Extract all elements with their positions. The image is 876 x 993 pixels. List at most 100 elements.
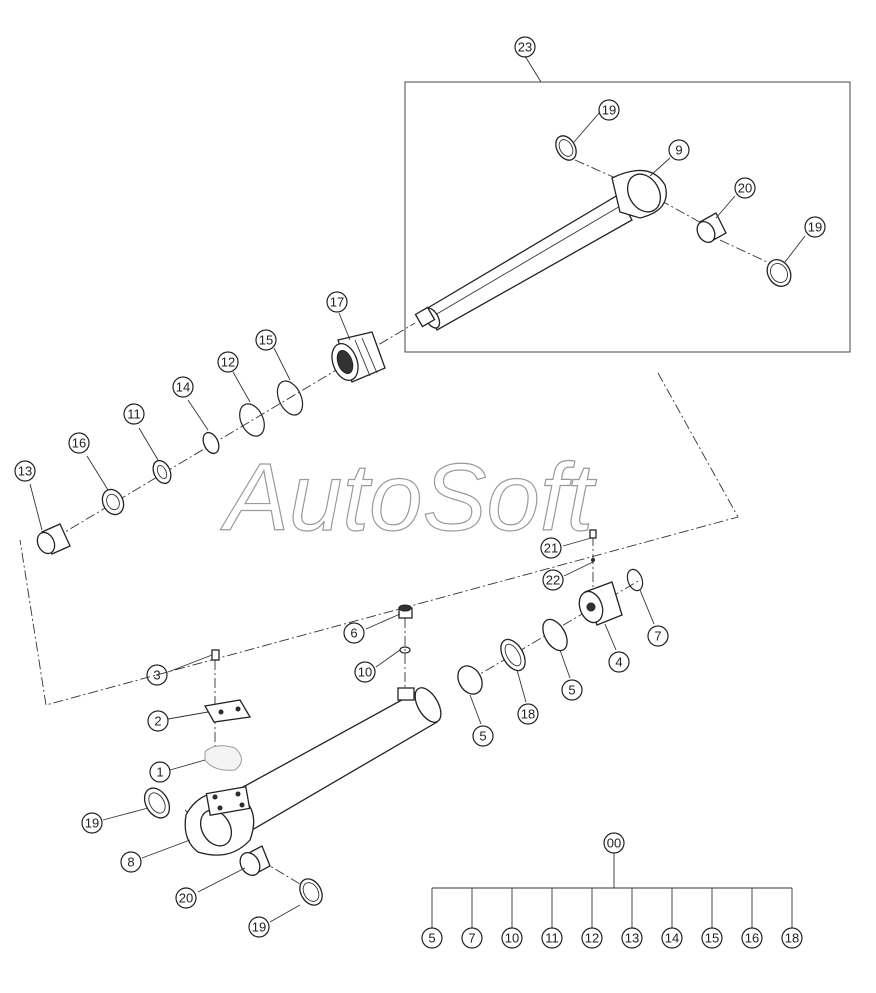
seal-16 xyxy=(101,488,125,516)
callout-11: 11 xyxy=(123,403,145,425)
ring-18 xyxy=(500,638,526,672)
kit-item-label: 15 xyxy=(705,931,719,946)
svg-text:14: 14 xyxy=(176,380,190,395)
svg-text:11: 11 xyxy=(127,407,141,422)
kit-item-14: 14 xyxy=(661,888,683,949)
kit-item-label: 13 xyxy=(625,931,639,946)
screw-21 xyxy=(589,529,597,539)
svg-text:12: 12 xyxy=(221,355,235,370)
svg-text:9: 9 xyxy=(675,143,682,158)
kit-item-label: 10 xyxy=(505,931,519,946)
piston-4 xyxy=(578,581,623,626)
svg-text:7: 7 xyxy=(654,629,661,644)
callout-20-upper: 20 xyxy=(734,177,756,199)
svg-text:15: 15 xyxy=(259,333,273,348)
svg-text:2: 2 xyxy=(154,714,161,729)
svg-text:22: 22 xyxy=(546,573,560,588)
kit-item-5: 5 xyxy=(421,888,443,949)
gasket-1 xyxy=(204,745,242,771)
bushing-19-lower xyxy=(299,878,323,906)
svg-text:5: 5 xyxy=(568,683,575,698)
callout-18: 18 xyxy=(517,703,539,725)
bushing-19-left xyxy=(143,787,171,819)
svg-text:10: 10 xyxy=(358,665,372,680)
svg-text:21: 21 xyxy=(544,541,558,556)
svg-text:23: 23 xyxy=(518,40,532,55)
bushing-13 xyxy=(36,523,71,555)
watermark: AutoSoft xyxy=(220,444,597,551)
kit-item-label: 5 xyxy=(428,931,435,946)
kit-items: 5 7 10 11 12 13 14 15 16 18 xyxy=(421,888,803,949)
callout-19-right: 19 xyxy=(804,216,826,238)
callout-13: 13 xyxy=(14,460,36,482)
kit-item-12: 12 xyxy=(581,888,603,949)
cylinder-assembly-frame xyxy=(19,372,739,706)
kit-item-13: 13 xyxy=(621,888,643,949)
bearing-20-lower xyxy=(239,845,271,876)
callout-6: 6 xyxy=(343,622,365,644)
bearing-20-upper xyxy=(696,212,727,243)
callout-16: 16 xyxy=(68,432,90,454)
ring-14 xyxy=(202,431,220,455)
callout-2: 2 xyxy=(147,710,169,732)
screw-3 xyxy=(211,649,220,661)
svg-text:19: 19 xyxy=(808,220,822,235)
bushing-19-upper xyxy=(555,135,577,161)
svg-text:8: 8 xyxy=(127,855,134,870)
callout-4: 4 xyxy=(608,651,630,673)
pin-22 xyxy=(591,558,595,562)
plug-6 xyxy=(398,604,413,619)
callout-21: 21 xyxy=(540,537,562,559)
svg-text:17: 17 xyxy=(330,295,344,310)
kit-item-label: 12 xyxy=(585,931,599,946)
kit-item-11: 11 xyxy=(541,888,563,949)
kit-item-15: 15 xyxy=(701,888,723,949)
callout-19-left: 19 xyxy=(81,812,103,834)
callout-5-upper: 5 xyxy=(561,679,583,701)
svg-text:3: 3 xyxy=(153,668,160,683)
kit-item-label: 7 xyxy=(468,931,475,946)
ring-5-upper xyxy=(542,618,568,652)
kit-item-label: 18 xyxy=(785,931,799,946)
svg-text:1: 1 xyxy=(156,765,163,780)
callout-1: 1 xyxy=(149,761,171,783)
kit-item-7: 7 xyxy=(461,888,483,949)
cylinder-barrel-8 xyxy=(184,687,442,856)
callout-20-lower: 20 xyxy=(175,887,197,909)
callout-14: 14 xyxy=(172,376,194,398)
seal-kit-tree: 00 5 7 10 11 12 13 14 15 16 18 xyxy=(421,832,803,949)
kit-item-16: 16 xyxy=(741,888,763,949)
svg-text:5: 5 xyxy=(479,729,486,744)
callout-7: 7 xyxy=(647,625,669,647)
kit-item-10: 10 xyxy=(501,888,523,949)
svg-text:16: 16 xyxy=(72,436,86,451)
kit-item-label: 11 xyxy=(545,931,559,946)
svg-text:6: 6 xyxy=(350,626,357,641)
kit-item-18: 18 xyxy=(781,888,803,949)
plate-2 xyxy=(203,699,252,723)
rod-assembly-frame xyxy=(404,81,851,353)
o-ring-7 xyxy=(626,568,644,592)
ring-5-lower xyxy=(457,665,483,695)
svg-text:00: 00 xyxy=(607,836,621,851)
kit-root-callout: 00 xyxy=(603,832,625,854)
svg-text:18: 18 xyxy=(521,707,535,722)
callout-12: 12 xyxy=(217,351,239,373)
leader-lines xyxy=(29,111,806,923)
svg-text:13: 13 xyxy=(18,464,32,479)
seal-11 xyxy=(152,459,172,485)
svg-text:19: 19 xyxy=(85,816,99,831)
kit-item-label: 14 xyxy=(665,931,679,946)
callout-19-lower: 19 xyxy=(248,916,270,938)
callout-15: 15 xyxy=(255,329,277,351)
callout-23: 23 xyxy=(514,36,536,58)
bushing-19-right xyxy=(766,259,792,287)
callout-8: 8 xyxy=(120,851,142,873)
callout-17: 17 xyxy=(326,291,348,313)
piston-rod xyxy=(414,169,667,331)
svg-text:19: 19 xyxy=(252,920,266,935)
callout-3: 3 xyxy=(146,664,168,686)
callout-22: 22 xyxy=(542,569,564,591)
svg-text:19: 19 xyxy=(602,103,616,118)
